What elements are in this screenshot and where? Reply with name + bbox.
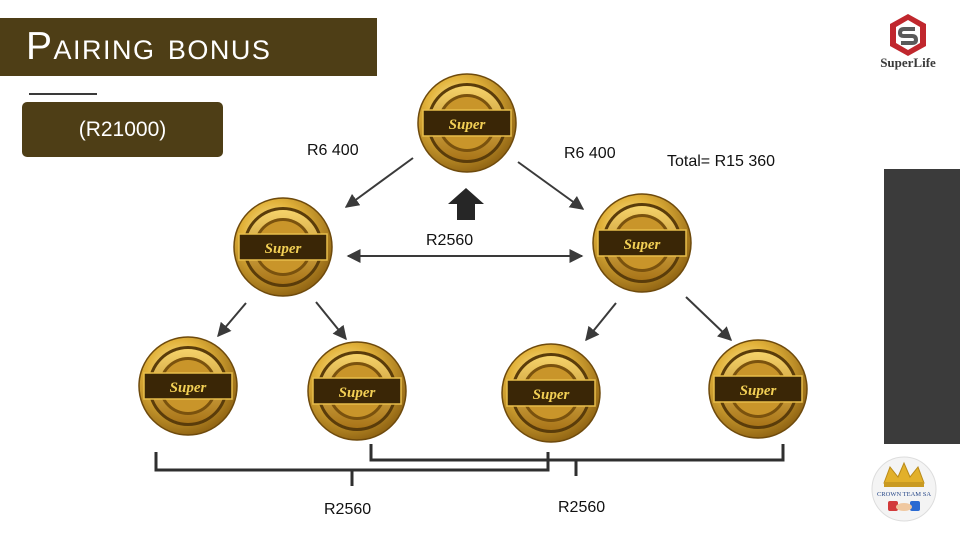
crown-team-badge-text: CROWN TEAM SA xyxy=(877,491,931,498)
title-banner xyxy=(0,18,377,76)
coin-label: Super xyxy=(624,237,661,253)
coin-bottom-1: Super xyxy=(138,336,238,436)
coin-top: Super xyxy=(417,73,517,173)
bracket-left xyxy=(154,452,550,486)
superlife-logo-text: SuperLife xyxy=(880,55,936,70)
coin-bottom-4: Super xyxy=(708,339,808,439)
coin-label: Super xyxy=(170,380,207,396)
label-middle-amount: R2560 xyxy=(426,232,474,249)
arrow-left-to-lr xyxy=(315,301,347,341)
side-panel xyxy=(884,169,960,444)
coin-right: Super xyxy=(592,193,692,293)
coin-label: Super xyxy=(740,383,777,399)
coin-label: Super xyxy=(339,385,376,401)
crown-team-badge-icon: CROWN TEAM SA xyxy=(871,456,937,522)
amount-label: (R21000) xyxy=(78,118,167,141)
title-underline xyxy=(29,93,97,95)
coin-label: Super xyxy=(265,241,302,257)
arrow-top-to-left xyxy=(344,157,414,208)
label-bottom-left-amount: R2560 xyxy=(324,501,372,518)
arrow-left-to-ll xyxy=(217,302,247,338)
label-total: Total= R15 360 xyxy=(667,153,776,170)
up-arrow-icon xyxy=(448,188,484,220)
coin-label: Super xyxy=(533,387,570,403)
coin-left: Super xyxy=(233,197,333,297)
label-top-left-amount: R6 400 xyxy=(307,142,359,159)
coin-bottom-2: Super xyxy=(307,341,407,441)
bracket-right xyxy=(369,444,785,476)
coin-bottom-3: Super xyxy=(501,343,601,443)
label-top-right-amount: R6 400 xyxy=(564,145,616,162)
arrow-right-to-rr xyxy=(685,296,733,341)
page-title: Pairing bonus xyxy=(26,25,272,68)
arrow-top-to-right xyxy=(517,161,585,210)
coin-label: Super xyxy=(449,117,486,133)
superlife-logo-icon xyxy=(890,14,926,56)
arrow-right-to-rl xyxy=(585,302,617,342)
label-bottom-right-amount: R2560 xyxy=(558,499,606,516)
amount-box xyxy=(22,102,223,157)
